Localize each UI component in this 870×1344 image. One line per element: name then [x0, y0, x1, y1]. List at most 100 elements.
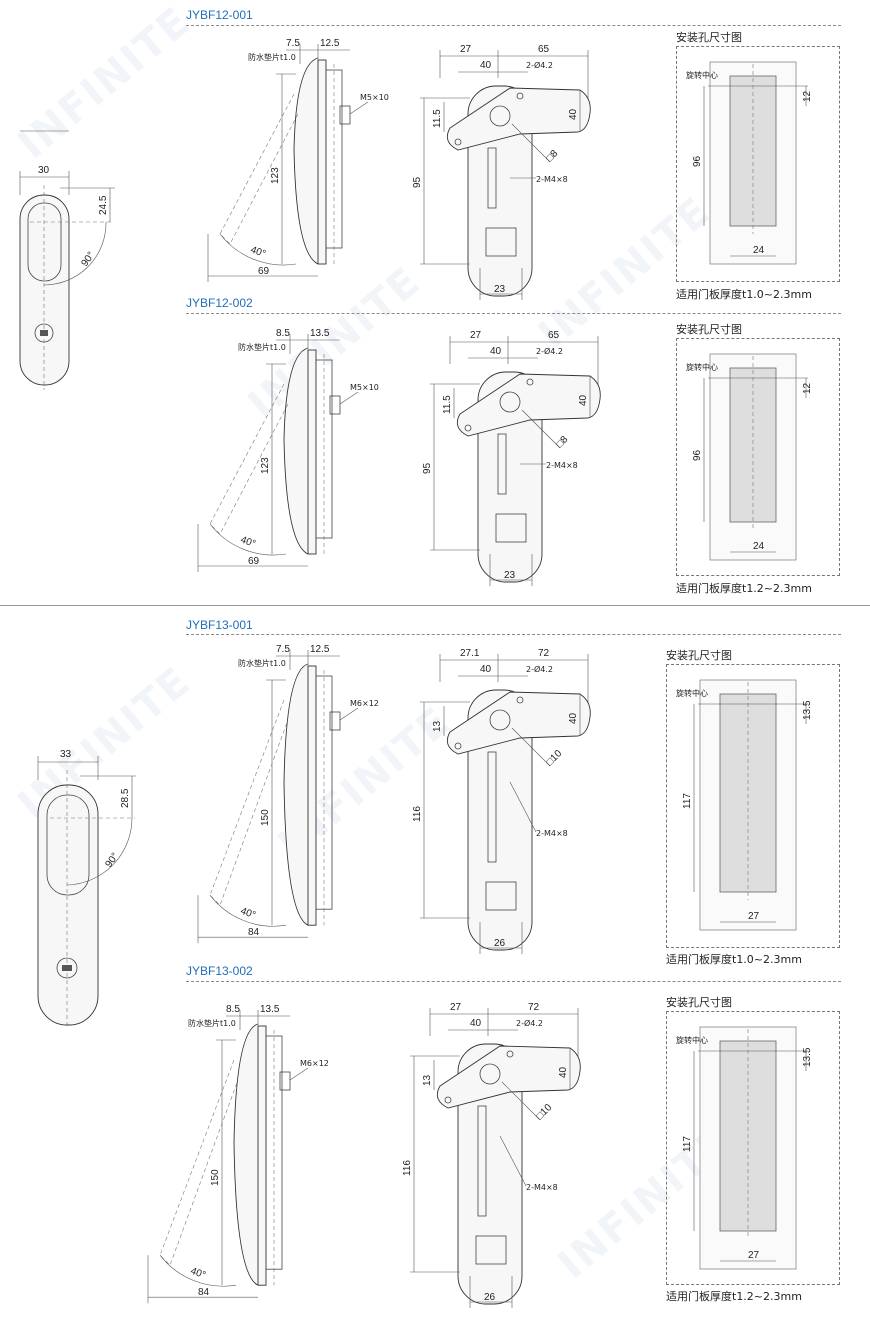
- dim-label: 65: [548, 330, 560, 341]
- dim-label: 27: [470, 330, 482, 341]
- big-height-label: 96: [692, 155, 703, 167]
- angle-label: 90°: [103, 851, 121, 870]
- cutout-title: 安装孔尺寸图: [676, 31, 742, 44]
- height-label: 123: [260, 457, 271, 474]
- dim-label: 72: [538, 648, 550, 659]
- h1-label: 11.5: [442, 395, 453, 414]
- cutout-caption: 适用门板厚度t1.0~2.3mm: [666, 953, 802, 966]
- small-height-label: 12: [802, 90, 813, 102]
- cutout-drawing: 旋转中心 13.5 117 27: [676, 679, 813, 931]
- h1-label: 13: [432, 720, 443, 732]
- offset-label: 28.5: [120, 788, 131, 808]
- dim-label: 65: [538, 44, 550, 55]
- dim-label: 12.5: [320, 38, 340, 49]
- cutout-caption: 适用门板厚度t1.2~2.3mm: [676, 582, 812, 595]
- cutout-panel: [666, 664, 840, 948]
- rotation-center-label: 旋转中心: [686, 362, 718, 372]
- square-label: □10: [534, 1102, 554, 1122]
- dim-label: 8.5: [226, 1004, 240, 1015]
- section-rule: [186, 981, 841, 982]
- dim-label: 13.5: [310, 328, 330, 339]
- h2-label: 40: [568, 108, 579, 120]
- bottom-label: 23: [494, 284, 506, 295]
- section-rule: [186, 634, 841, 635]
- cutout-panel: [676, 46, 840, 282]
- holes-label: 2-Ø4.2: [516, 1018, 543, 1028]
- holes-label: 2-Ø4.2: [526, 60, 553, 70]
- cutout-title: 安装孔尺寸图: [676, 323, 742, 336]
- bolts-label: 2-M4×8: [536, 829, 568, 838]
- bottom-label: 23: [504, 570, 516, 581]
- holes-label: 2-Ø4.2: [526, 664, 553, 674]
- bolts-label: 2-M4×8: [526, 1183, 558, 1192]
- angle-label: 40°: [189, 1266, 207, 1282]
- dim-label: 7.5: [286, 38, 300, 49]
- small-height-label: 13.5: [802, 700, 813, 720]
- width-label: 84: [248, 927, 260, 938]
- cutout-width-label: 24: [753, 541, 765, 552]
- watermark: INFINITE: [9, 0, 200, 168]
- left-front-view-jybf12: 30 24.5 90°: [19, 130, 115, 390]
- screw-label: M6×12: [300, 1059, 329, 1068]
- big-height-label: 96: [692, 449, 703, 461]
- width-label: 30: [38, 165, 50, 176]
- section-title: JYBF13-002: [186, 964, 253, 978]
- tall-label: 116: [412, 806, 423, 822]
- height-label: 150: [210, 1169, 221, 1186]
- dim-label: 40: [470, 1018, 482, 1029]
- cutout-width-label: 27: [748, 1250, 760, 1261]
- width-label: 84: [198, 1287, 210, 1298]
- dim-label: 12.5: [310, 644, 330, 655]
- h2-label: 40: [578, 394, 589, 406]
- dim-label: 27: [450, 1002, 462, 1013]
- section-title: JYBF12-001: [186, 8, 253, 22]
- bottom-label: 26: [484, 1292, 496, 1303]
- angle-label: 90°: [79, 250, 97, 269]
- small-height-label: 13.5: [802, 1047, 813, 1067]
- h1-label: 13: [422, 1074, 433, 1086]
- h1-label: 11.5: [432, 109, 443, 128]
- small-height-label: 12: [802, 382, 813, 394]
- section-title: JYBF13-001: [186, 618, 253, 632]
- cutout-width-label: 27: [748, 911, 760, 922]
- left-front-view-jybf13: 33 28.5 90°: [37, 749, 136, 1028]
- dim-label: 8.5: [276, 328, 290, 339]
- cutout-caption: 适用门板厚度t1.2~2.3mm: [666, 1290, 802, 1303]
- rotation-center-label: 旋转中心: [676, 688, 708, 698]
- big-height-label: 117: [682, 1136, 693, 1152]
- bottom-label: 26: [494, 938, 506, 949]
- tall-label: 95: [412, 176, 423, 188]
- gasket-label: 防水垫片t1.0: [248, 52, 296, 62]
- screw-label: M5×10: [350, 383, 379, 392]
- cutout-caption: 适用门板厚度t1.0~2.3mm: [676, 288, 812, 301]
- gasket-label: 防水垫片t1.0: [238, 658, 286, 668]
- big-height-label: 117: [682, 793, 693, 809]
- width-label: 69: [248, 556, 260, 567]
- width-label: 33: [60, 749, 72, 760]
- rotation-center-label: 旋转中心: [686, 70, 718, 80]
- angle-label: 40°: [249, 244, 267, 260]
- screw-label: M6×12: [350, 699, 379, 708]
- dim-label: 40: [480, 664, 492, 675]
- offset-label: 24.5: [98, 195, 109, 215]
- bolts-label: 2-M4×8: [536, 175, 568, 184]
- screw-label: M5×10: [360, 93, 389, 102]
- height-label: 150: [260, 809, 271, 826]
- holes-label: 2-Ø4.2: [536, 346, 563, 356]
- height-label: 123: [270, 167, 281, 184]
- tall-label: 95: [422, 462, 433, 474]
- cutout-panel: [666, 1011, 840, 1285]
- dim-label: 40: [490, 346, 502, 357]
- tall-label: 116: [402, 1160, 413, 1176]
- cutout-title: 安装孔尺寸图: [666, 649, 732, 662]
- dim-label: 40: [480, 60, 492, 71]
- dim-label: 13.5: [260, 1004, 280, 1015]
